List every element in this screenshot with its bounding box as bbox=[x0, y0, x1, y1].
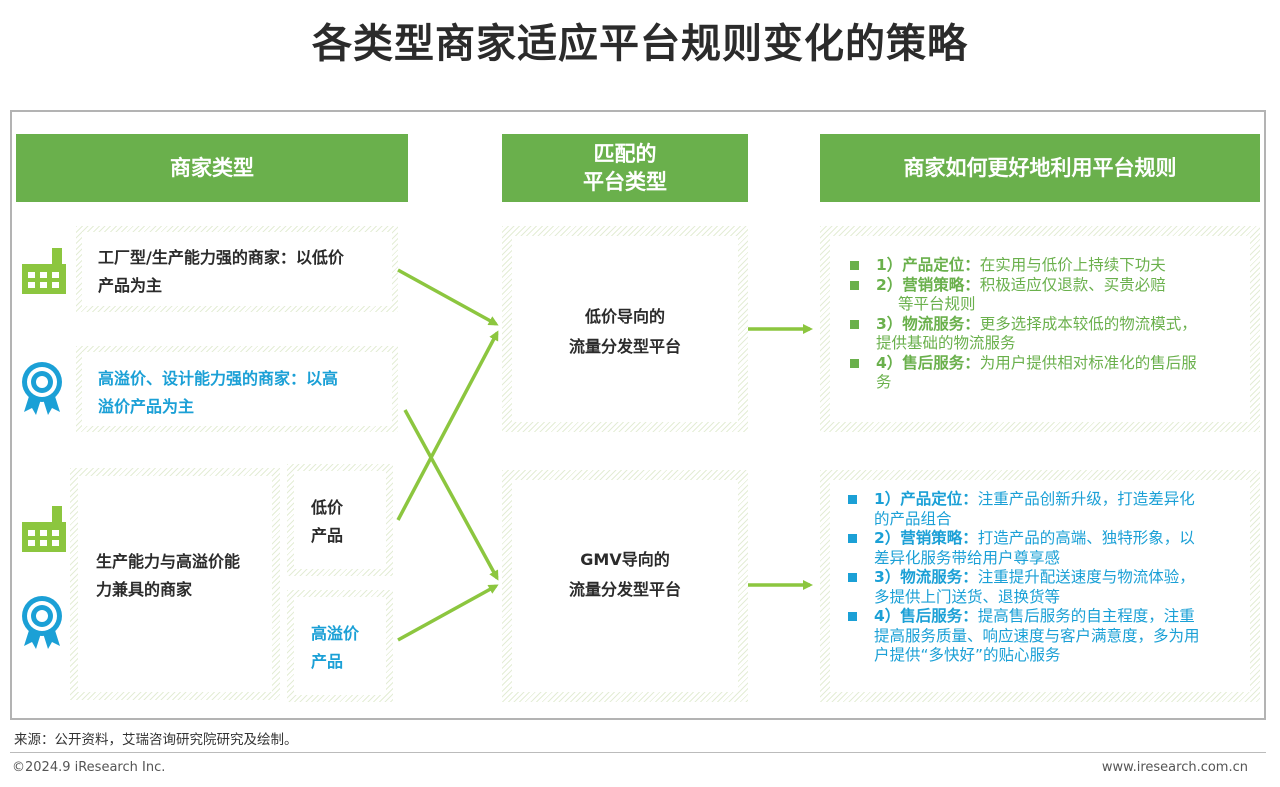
arrow-lowprice-product-to-lowprice bbox=[396, 330, 499, 521]
strategy-list-gmv: 1）产品定位：注重产品创新升级，打造差异化的产品组合 2）营销策略：打造产品的高… bbox=[848, 490, 1248, 666]
platform-box-low-price bbox=[502, 226, 748, 432]
factory-icon bbox=[22, 506, 66, 552]
strategy-box-gmv bbox=[820, 470, 1260, 702]
award-ribbon-icon bbox=[22, 362, 62, 415]
list-item: 3）物流服务：更多选择成本较低的物流模式，提供基础的物流服务 bbox=[850, 315, 1250, 354]
page-title: 各类型商家适应平台规则变化的策略 bbox=[312, 21, 968, 67]
square-bullet-icon bbox=[850, 280, 859, 290]
sub-low-price-label: 低价 产品 bbox=[311, 498, 344, 545]
header-strategy: 商家如何更好地利用平台规则 bbox=[820, 134, 1260, 202]
list-item: 3）物流服务：注重提升配送速度与物流体验，多提供上门送货、退换货等 bbox=[848, 568, 1248, 607]
merchant-box-premium bbox=[76, 346, 398, 432]
list-item: 4）售后服务：为用户提供相对标准化的售后服务 bbox=[850, 354, 1250, 393]
square-bullet-icon bbox=[848, 573, 857, 582]
arrow-premium-to-gmv bbox=[403, 409, 499, 581]
square-bullet-icon bbox=[850, 358, 859, 368]
merchant-premium-label: 高溢价、设计能力强的商家：以高 溢价产品为主 bbox=[98, 369, 339, 416]
sub-box-high-premium bbox=[287, 590, 393, 702]
arrow-highpremium-product-to-gmv bbox=[397, 584, 499, 642]
square-bullet-icon bbox=[848, 612, 857, 621]
platform-box-gmv bbox=[502, 470, 748, 702]
header-platform-type: 匹配的 平台类型 bbox=[502, 134, 748, 202]
list-item: 4）售后服务：提高售后服务的自主程度，注重提高服务质量、响应速度与客户满意度，多… bbox=[848, 607, 1248, 666]
square-bullet-icon bbox=[850, 319, 859, 329]
strategy-list-low-price: 1）产品定位：在实用与低价上持续下功夫 2）营销策略：积极适应仅退款、买贵必赔等… bbox=[850, 256, 1250, 393]
copyright: ©2024.9 iResearch Inc. bbox=[12, 760, 166, 775]
merchant-both-label: 生产能力与高溢价能 力兼具的商家 bbox=[96, 552, 241, 599]
sub-high-premium-label: 高溢价 产品 bbox=[311, 624, 360, 671]
sub-box-low-price bbox=[287, 464, 393, 576]
factory-icon bbox=[22, 248, 66, 294]
footer-divider bbox=[10, 752, 1266, 753]
list-item: 1）产品定位：注重产品创新升级，打造差异化的产品组合 bbox=[848, 490, 1248, 529]
source-note: 来源：公开资料，艾瑞咨询研究院研究及绘制。 bbox=[14, 732, 298, 748]
platform-gmv-label: GMV导向的 流量分发型平台 bbox=[568, 550, 681, 599]
header-merchant-type: 商家类型 bbox=[16, 134, 408, 202]
award-ribbon-icon bbox=[22, 596, 62, 649]
platform-low-price-label: 低价导向的 流量分发型平台 bbox=[568, 307, 681, 356]
arrow-factory-to-lowprice bbox=[397, 268, 499, 326]
merchant-box-both bbox=[70, 468, 280, 700]
strategy-box-low-price bbox=[820, 226, 1260, 432]
merchant-factory-label: 工厂型/生产能力强的商家：以低价 产品为主 bbox=[98, 248, 344, 295]
website-link[interactable]: www.iresearch.com.cn bbox=[1101, 760, 1248, 775]
square-bullet-icon bbox=[848, 534, 857, 543]
list-item: 2）营销策略：积极适应仅退款、买贵必赔等平台规则 bbox=[850, 276, 1250, 315]
merchant-box-factory bbox=[76, 226, 398, 312]
list-item: 1）产品定位：在实用与低价上持续下功夫 bbox=[850, 256, 1250, 276]
list-item: 2）营销策略：打造产品的高端、独特形象，以差异化服务带给用户尊享感 bbox=[848, 529, 1248, 568]
square-bullet-icon bbox=[848, 495, 857, 504]
square-bullet-icon bbox=[850, 261, 859, 270]
